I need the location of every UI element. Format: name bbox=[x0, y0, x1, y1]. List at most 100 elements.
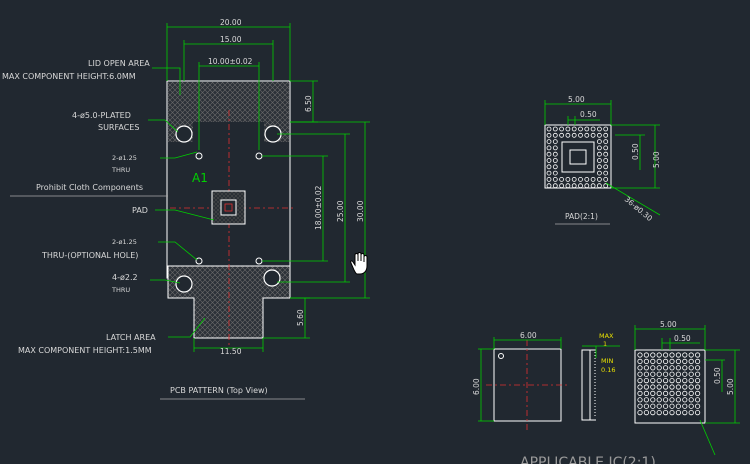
ball-pad bbox=[578, 183, 583, 189]
ball-pad bbox=[688, 371, 694, 377]
ball-pad bbox=[662, 397, 669, 403]
ball-pad bbox=[688, 384, 694, 390]
ic-min-value: 0.16 bbox=[601, 366, 615, 374]
label-hole-22: 4-ø2.2 bbox=[112, 273, 138, 282]
ball-pad bbox=[637, 384, 643, 390]
ball-pad bbox=[694, 365, 701, 371]
ball-pad bbox=[669, 409, 675, 416]
ic-dim-bga-height: 5.00 bbox=[726, 378, 735, 395]
ball-pad bbox=[552, 145, 558, 151]
label-surfaces: SURFACES bbox=[98, 123, 139, 132]
ball-pad bbox=[603, 139, 609, 145]
ball-pad bbox=[675, 403, 682, 409]
ball-pad bbox=[675, 397, 682, 403]
ball-pad bbox=[584, 176, 590, 182]
dim-top-offset: 6.50 bbox=[304, 95, 313, 112]
ball-pad bbox=[675, 365, 682, 371]
ball-pad bbox=[688, 377, 694, 384]
ball-pad bbox=[597, 145, 602, 151]
ball-pad bbox=[656, 403, 662, 409]
ball-pad bbox=[643, 377, 650, 384]
ball-pad bbox=[694, 377, 701, 384]
ball-pad bbox=[590, 183, 596, 189]
ball-pad bbox=[650, 390, 656, 396]
ball-pad bbox=[643, 409, 650, 416]
ball-pad bbox=[578, 176, 583, 182]
ball-pad bbox=[565, 176, 571, 182]
ball-pad bbox=[552, 151, 558, 157]
ball-pad bbox=[552, 164, 558, 170]
ball-pad bbox=[637, 390, 643, 396]
ball-pad bbox=[552, 126, 558, 132]
dim-latch-width: 11.50 bbox=[220, 347, 242, 356]
ball-pad bbox=[662, 390, 669, 396]
ball-pad bbox=[662, 403, 669, 409]
ball-pad bbox=[559, 176, 564, 182]
label-small-hole-top: 2-ø1.25 bbox=[112, 154, 137, 162]
ball-pad bbox=[694, 352, 701, 358]
ball-pad bbox=[682, 390, 688, 396]
ball-pad bbox=[656, 377, 662, 384]
ball-pad bbox=[669, 358, 675, 364]
ball-pad bbox=[565, 183, 571, 189]
ball-pad bbox=[694, 397, 701, 403]
label-thru-bottom: THRU bbox=[111, 286, 130, 294]
ball-pad bbox=[597, 139, 602, 145]
small-hole-1 bbox=[195, 152, 203, 160]
ball-pad bbox=[662, 377, 669, 384]
pad-dim-height: 5.00 bbox=[652, 151, 661, 168]
label-latch-area: LATCH AREA bbox=[106, 333, 156, 342]
dim-latch-offset: 5.60 bbox=[296, 309, 305, 326]
ball-pad bbox=[656, 384, 662, 390]
ball-pad bbox=[552, 139, 558, 145]
ball-pad bbox=[552, 158, 558, 163]
a1-label: A1 bbox=[192, 171, 208, 185]
ball-pad bbox=[597, 151, 602, 157]
ic-dim-bga-pitch: 0.50 bbox=[674, 334, 691, 343]
ball-pad bbox=[662, 352, 669, 358]
ic-min-label: MIN bbox=[601, 357, 614, 365]
label-lid-area: LID OPEN AREA bbox=[88, 59, 150, 68]
ball-pad bbox=[656, 390, 662, 396]
ball-pad bbox=[656, 352, 662, 358]
ball-pad bbox=[603, 176, 609, 182]
ball-pad bbox=[669, 384, 675, 390]
ic-dim-side-width: 6.00 bbox=[520, 331, 537, 340]
ball-pad bbox=[597, 132, 602, 138]
ball-pad bbox=[578, 126, 583, 132]
ball-pad bbox=[694, 409, 701, 416]
ball-pad bbox=[662, 358, 669, 364]
ball-pad bbox=[675, 377, 682, 384]
ball-pad bbox=[590, 176, 596, 182]
ball-pad bbox=[669, 390, 675, 396]
ball-pad bbox=[546, 164, 552, 170]
ball-pad bbox=[637, 397, 643, 403]
ball-pad bbox=[675, 384, 682, 390]
ball-pad bbox=[694, 371, 701, 377]
ball-pad bbox=[675, 358, 682, 364]
ball-pad bbox=[656, 358, 662, 364]
ball-pad bbox=[546, 139, 552, 145]
ic-dim-bga-pitch-side: 0.50 bbox=[713, 367, 722, 384]
ic-max-label: MAX bbox=[599, 332, 614, 340]
ball-pad bbox=[675, 371, 682, 377]
ball-pad bbox=[682, 397, 688, 403]
ball-pad bbox=[546, 170, 552, 176]
ball-pad bbox=[637, 409, 643, 416]
ic-dim-side-height: 6.00 bbox=[472, 378, 481, 395]
hand-cursor-icon bbox=[350, 252, 368, 275]
ball-pad bbox=[669, 365, 675, 371]
ball-pad bbox=[694, 358, 701, 364]
ball-pad bbox=[682, 352, 688, 358]
ball-pad bbox=[650, 403, 656, 409]
pad-ball-grid bbox=[546, 126, 609, 189]
ball-pad bbox=[578, 132, 583, 138]
center-pad-inner bbox=[220, 199, 237, 216]
ball-pad bbox=[650, 409, 656, 416]
small-hole-2 bbox=[255, 152, 263, 160]
ball-pad bbox=[688, 365, 694, 371]
small-hole-4 bbox=[255, 257, 263, 265]
ball-pad bbox=[584, 132, 590, 138]
ball-pad bbox=[650, 365, 656, 371]
